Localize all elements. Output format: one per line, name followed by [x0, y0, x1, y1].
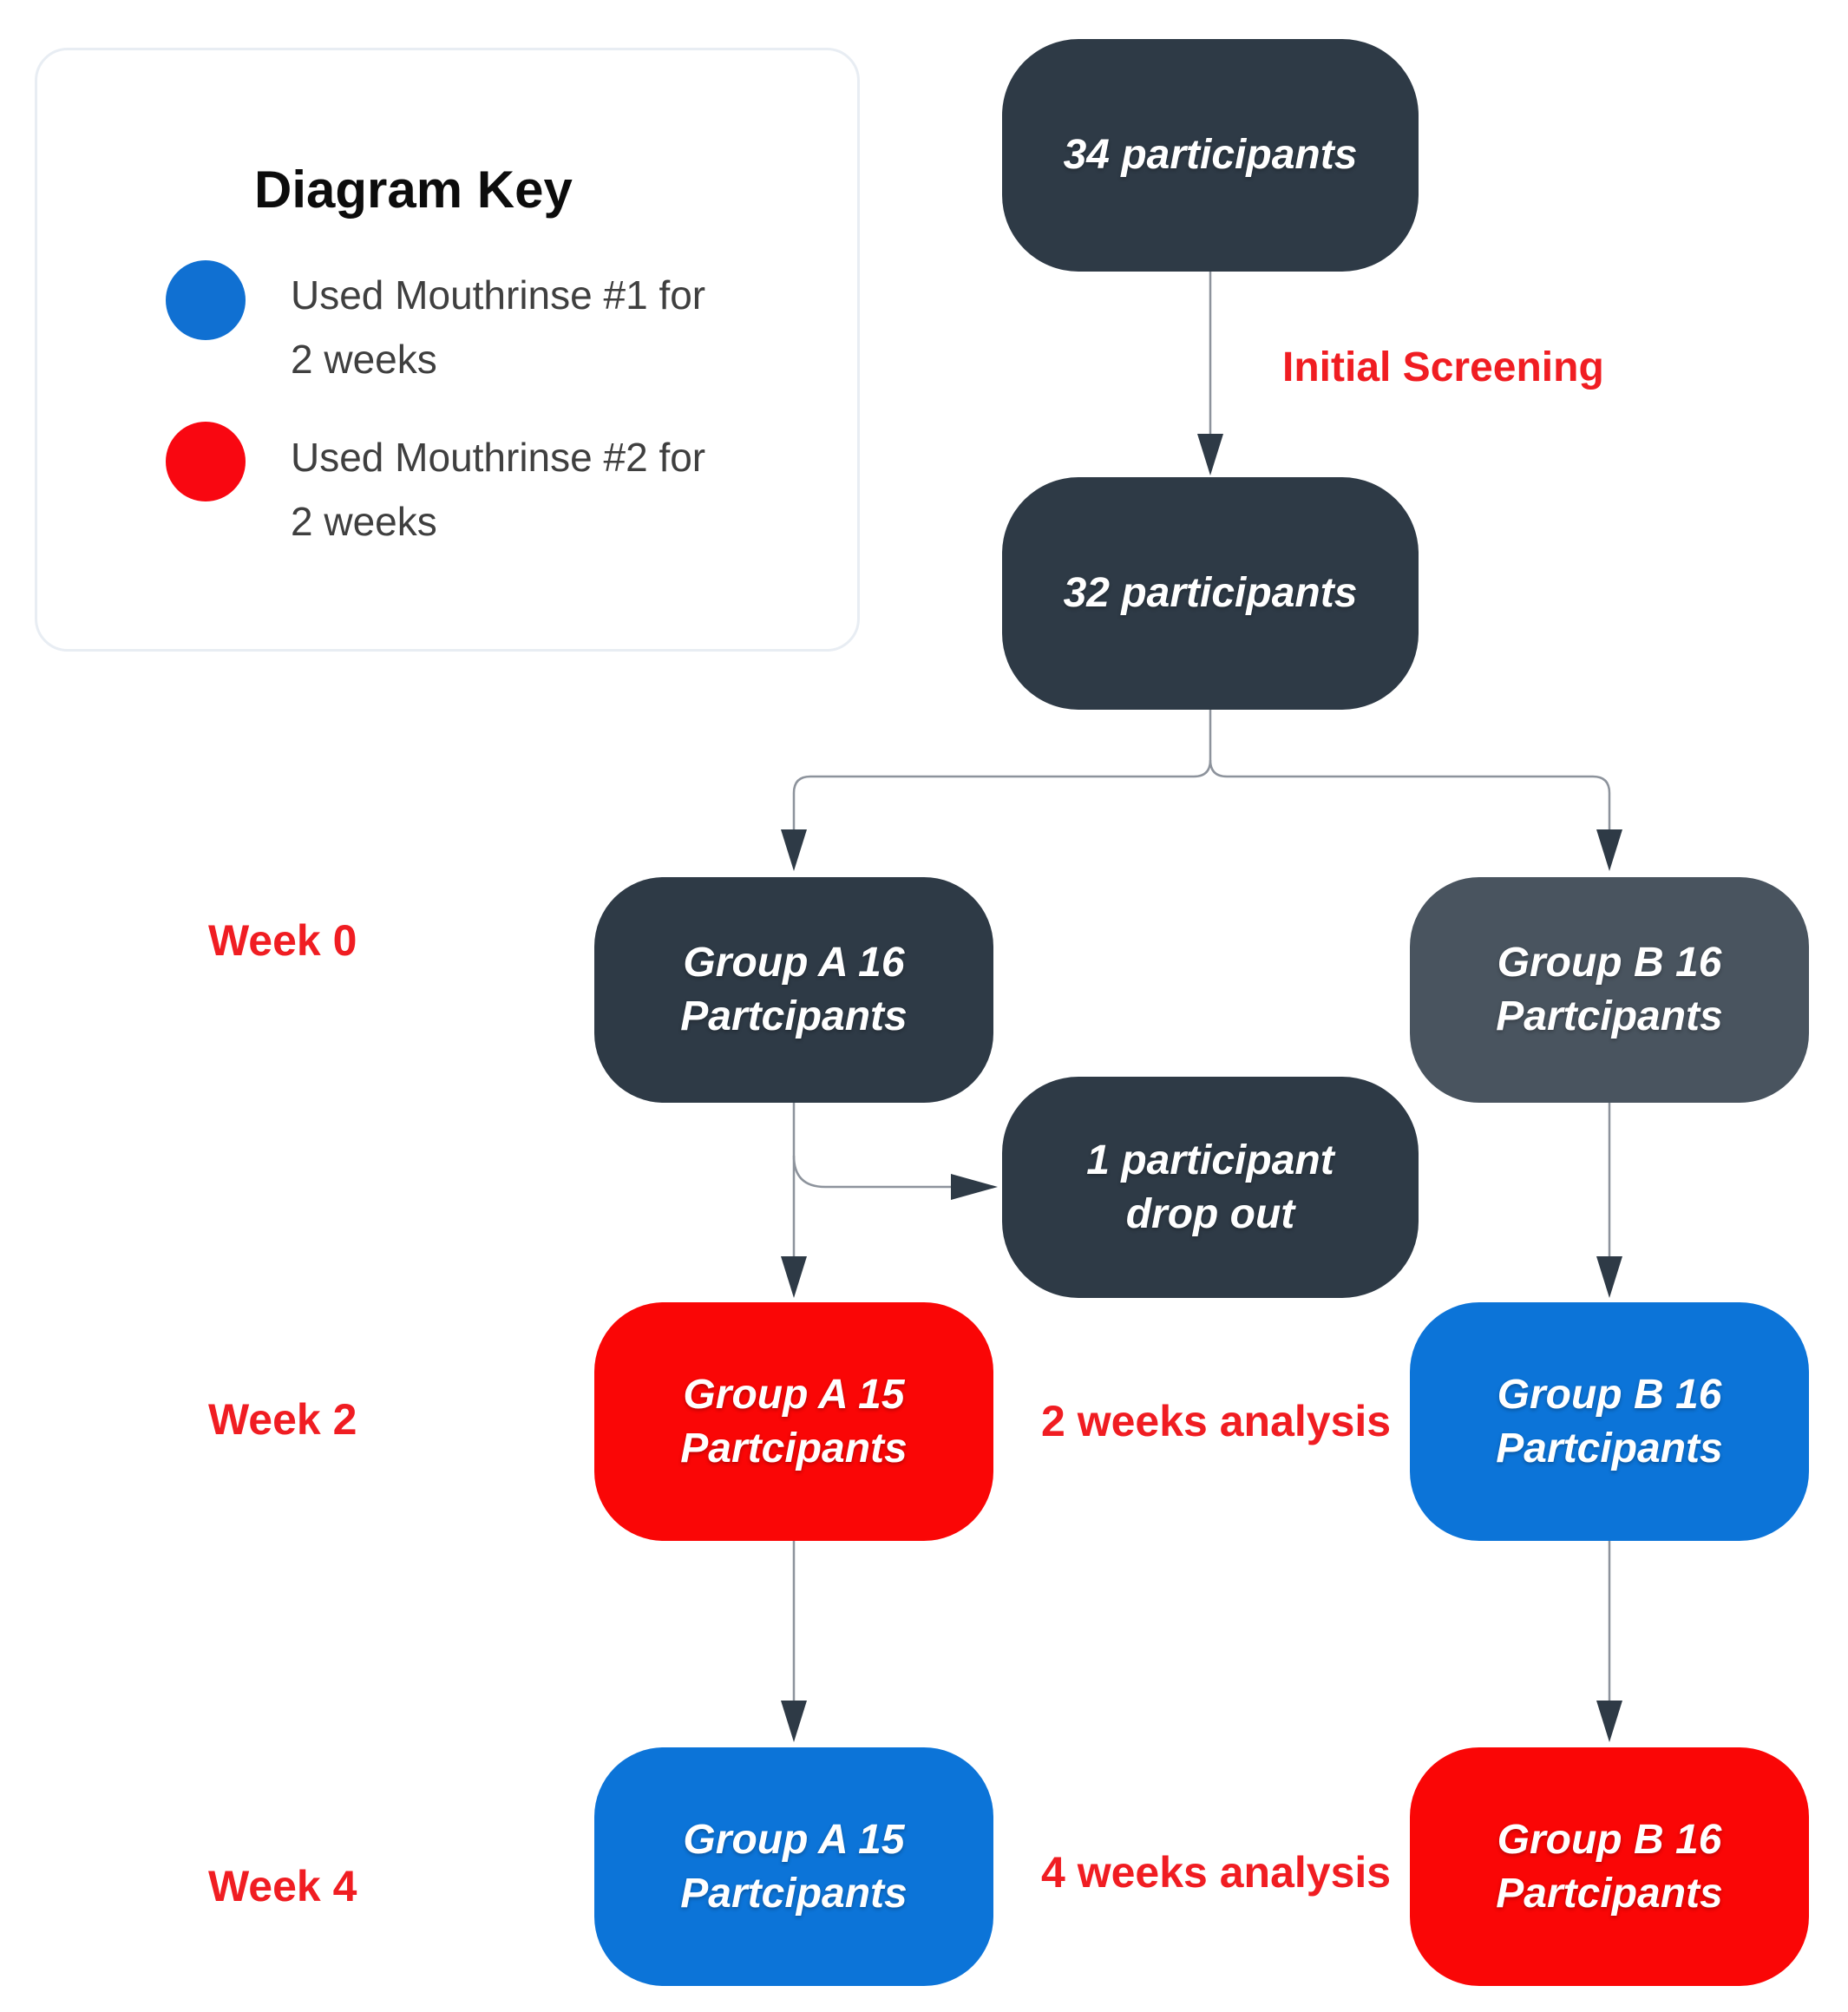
mouthrinse-2-label-line1: Used Mouthrinse #2 for — [291, 435, 706, 480]
label-2-weeks-analysis: 2 weeks analysis — [1041, 1397, 1392, 1445]
node-group-b-week4-line1: Group B 16 — [1497, 1816, 1722, 1863]
node-group-a-week4: Group A 15 Partcipants — [594, 1747, 993, 1986]
node-group-b-week2-line1: Group B 16 — [1497, 1371, 1722, 1418]
node-group-a-week0: Group A 16 Partcipants — [594, 877, 993, 1103]
node-group-b-week4: Group B 16 Partcipants — [1410, 1747, 1809, 1986]
mouthrinse-2-label-line2: 2 weeks — [291, 499, 437, 544]
node-group-a-week4-line2: Partcipants — [680, 1870, 908, 1917]
mouthrinse-1-label-line1: Used Mouthrinse #1 for — [291, 272, 706, 318]
arrowhead-groupa0-to-groupa2 — [781, 1256, 807, 1298]
node-group-a-week2-line1: Group A 15 — [683, 1371, 905, 1418]
node-group-b-week2: Group B 16 Partcipants — [1410, 1302, 1809, 1541]
mouthrinse-1-dot — [166, 260, 246, 340]
label-4-weeks-analysis: 4 weeks analysis — [1041, 1848, 1392, 1897]
arrowhead-groupb2-to-groupb4 — [1596, 1701, 1622, 1742]
node-group-b-week2-line2: Partcipants — [1496, 1425, 1723, 1471]
arrowhead-groupb0-to-groupb2 — [1596, 1256, 1622, 1298]
arrowhead-split-left — [781, 829, 807, 871]
edge-groupa0-to-dropout — [792, 1155, 953, 1189]
edge-split-right — [1209, 759, 1611, 831]
mouthrinse-2-dot — [166, 422, 246, 501]
node-dropout-line2: drop out — [1125, 1190, 1295, 1237]
node-group-a-week0-line2: Partcipants — [680, 993, 908, 1039]
node-34-participants: 34 participants — [1002, 39, 1419, 272]
node-dropout: 1 participant drop out — [1002, 1077, 1419, 1298]
node-group-a-week2: Group A 15 Partcipants — [594, 1302, 993, 1541]
node-group-a-week2-line2: Partcipants — [680, 1425, 908, 1471]
node-group-b-week0-line2: Partcipants — [1496, 993, 1723, 1039]
label-initial-screening: Initial Screening — [1282, 344, 1604, 390]
arrowhead-groupa0-to-dropout — [951, 1174, 998, 1200]
node-group-a-week4-line1: Group A 15 — [683, 1816, 905, 1863]
node-dropout-line1: 1 participant — [1086, 1137, 1334, 1183]
arrowhead-split-right — [1596, 829, 1622, 871]
node-group-a-week0-line1: Group A 16 — [683, 940, 905, 986]
label-week-0: Week 0 — [208, 916, 357, 965]
node-32-participants: 32 participants — [1002, 477, 1419, 710]
node-group-b-week4-line2: Partcipants — [1496, 1870, 1723, 1917]
node-32-participants-text: 32 participants — [1063, 570, 1358, 616]
diagram-key-panel: Diagram Key Used Mouthrinse #1 for 2 wee… — [35, 48, 860, 652]
node-group-b-week0-line1: Group B 16 — [1497, 940, 1722, 986]
arrowhead-groupa2-to-groupa4 — [781, 1701, 807, 1742]
label-week-2: Week 2 — [208, 1395, 357, 1444]
edge-split-left — [792, 759, 1212, 831]
diagram-key-title: Diagram Key — [254, 161, 573, 219]
mouthrinse-1-label-line2: 2 weeks — [291, 337, 437, 382]
node-34-participants-text: 34 participants — [1063, 132, 1358, 178]
node-group-b-week0: Group B 16 Partcipants — [1410, 877, 1809, 1103]
mouthrinse-2-label: Used Mouthrinse #2 for 2 weeks — [291, 425, 863, 554]
arrowhead-34-to-32 — [1197, 434, 1223, 475]
mouthrinse-1-label: Used Mouthrinse #1 for 2 weeks — [291, 263, 863, 391]
label-week-4: Week 4 — [208, 1862, 357, 1910]
